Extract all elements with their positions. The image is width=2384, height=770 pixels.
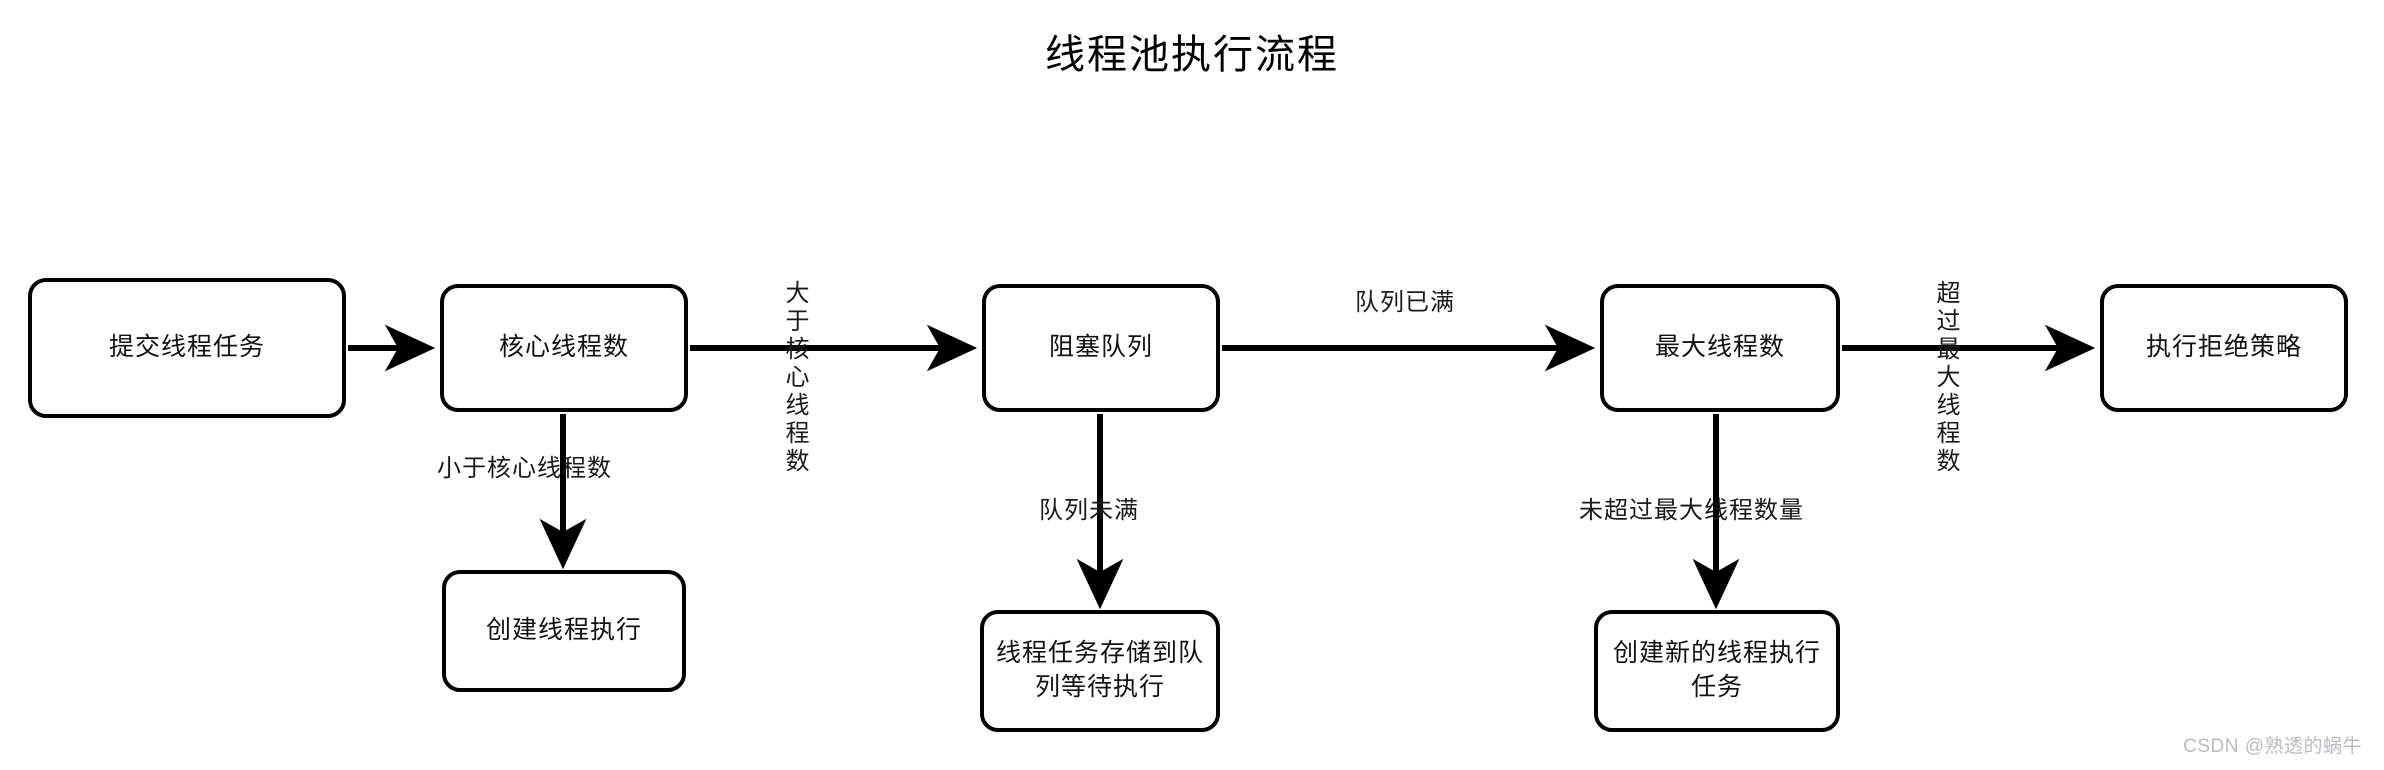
node-blocking-queue[interactable]: 阻塞队列 — [982, 284, 1220, 412]
node-core-pool-size[interactable]: 核心线程数 — [440, 284, 688, 412]
node-label: 执行拒绝策略 — [2145, 334, 2302, 361]
node-max-pool-size[interactable]: 最大线程数 — [1600, 284, 1840, 412]
node-create-new-thread[interactable]: 创建新的线程执行 任务 — [1594, 610, 1840, 732]
node-label: 线程任务存储到队 列等待执行 — [995, 640, 1204, 701]
watermark: CSDN @熟透的蜗牛 — [2183, 736, 2362, 757]
page-title: 线程池执行流程 — [1045, 32, 1339, 77]
node-reject-policy[interactable]: 执行拒绝策略 — [2100, 284, 2348, 412]
node-label: 提交线程任务 — [108, 334, 265, 361]
node-create-thread[interactable]: 创建线程执行 — [442, 570, 686, 692]
node-submit-task[interactable]: 提交线程任务 — [28, 278, 346, 418]
node-label: 创建线程执行 — [485, 617, 642, 644]
node-store-in-queue[interactable]: 线程任务存储到队 列等待执行 — [980, 610, 1220, 732]
node-label: 创建新的线程执行 任务 — [1612, 640, 1821, 701]
node-label: 最大线程数 — [1654, 334, 1785, 361]
node-label: 阻塞队列 — [1048, 334, 1153, 361]
node-label: 核心线程数 — [498, 334, 629, 361]
